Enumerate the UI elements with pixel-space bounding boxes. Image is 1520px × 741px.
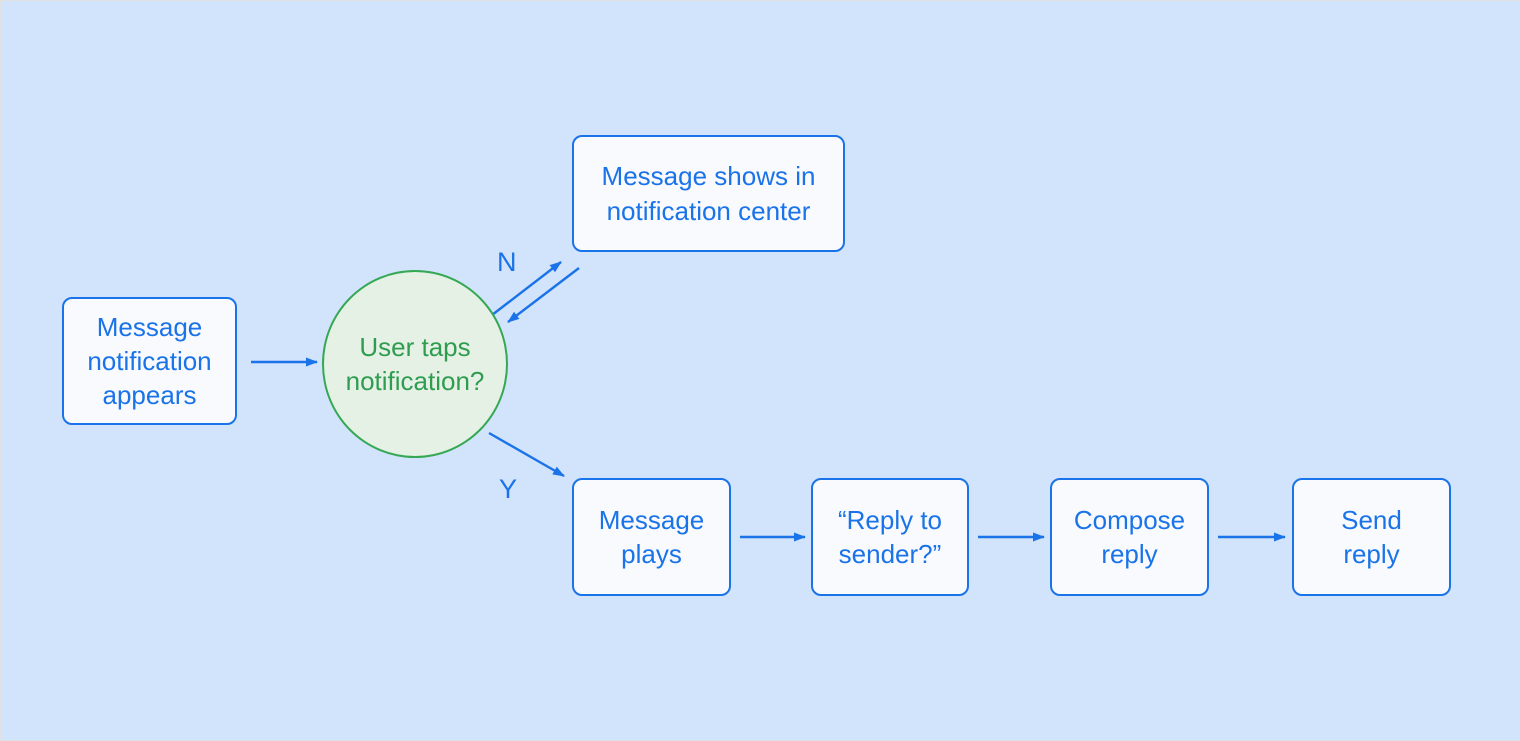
node-message-notification-appears: Message notification appears [62,297,237,425]
node-message-plays: Message plays [572,478,731,596]
node-compose-reply: Compose reply [1050,478,1209,596]
edge-label-yes: Y [499,474,518,504]
node-send-reply: Send reply [1292,478,1451,596]
node-user-taps-notification-decision: User taps notification? [322,270,508,458]
arrow-notification-center-to-decision [507,267,580,323]
edge-label-no: N [497,247,517,277]
node-message-shows-in-notification-center: Message shows in notification center [572,135,845,252]
node-reply-to-sender-prompt: “Reply to sender?” [811,478,969,596]
arrow-decision-to-message-plays [488,431,565,478]
